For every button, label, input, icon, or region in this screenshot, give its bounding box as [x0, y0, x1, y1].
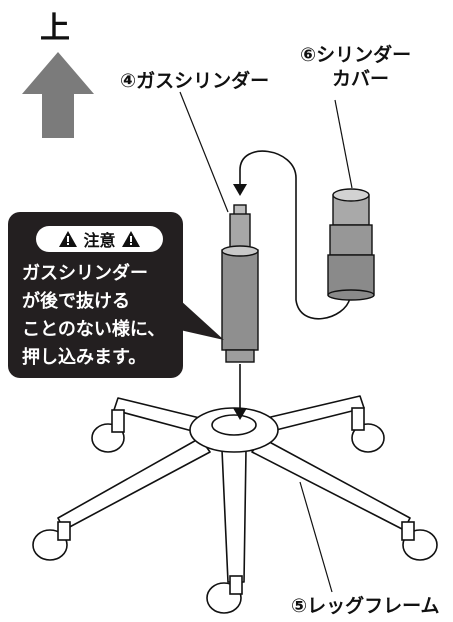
up-direction-label: 上	[40, 11, 70, 46]
leg-frame-leader	[299, 481, 333, 593]
cover-to-cylinder-arrow	[239, 150, 351, 320]
cylinder-cover	[327, 188, 375, 301]
warning-icon	[59, 231, 78, 247]
casters	[32, 407, 438, 614]
gas-cylinder	[221, 204, 259, 363]
caution-callout: 注意 ガスシリンダー が後で抜ける ことのない様に、 押し込みます。	[8, 212, 183, 378]
warning-icon	[121, 231, 140, 247]
caution-callout-pointer	[180, 300, 224, 340]
caution-message: ガスシリンダー が後で抜ける ことのない様に、 押し込みます。	[22, 263, 166, 368]
leg-frame-label: ⑤レッグフレーム	[291, 595, 440, 617]
cylinder-cover-label-line2: カバー	[332, 68, 390, 90]
gas-cylinder-label: ④ガスシリンダー	[120, 70, 270, 92]
caution-title: 注意	[83, 231, 116, 250]
cylinder-cover-leader	[334, 99, 353, 189]
insert-arrowhead	[233, 408, 247, 420]
arrowhead-down-top	[233, 184, 247, 196]
up-arrow-icon	[22, 52, 94, 138]
caution-title-pill: 注意	[36, 226, 163, 252]
gas-cylinder-leader	[179, 91, 229, 213]
cylinder-cover-label: ⑥シリンダー	[300, 44, 412, 66]
